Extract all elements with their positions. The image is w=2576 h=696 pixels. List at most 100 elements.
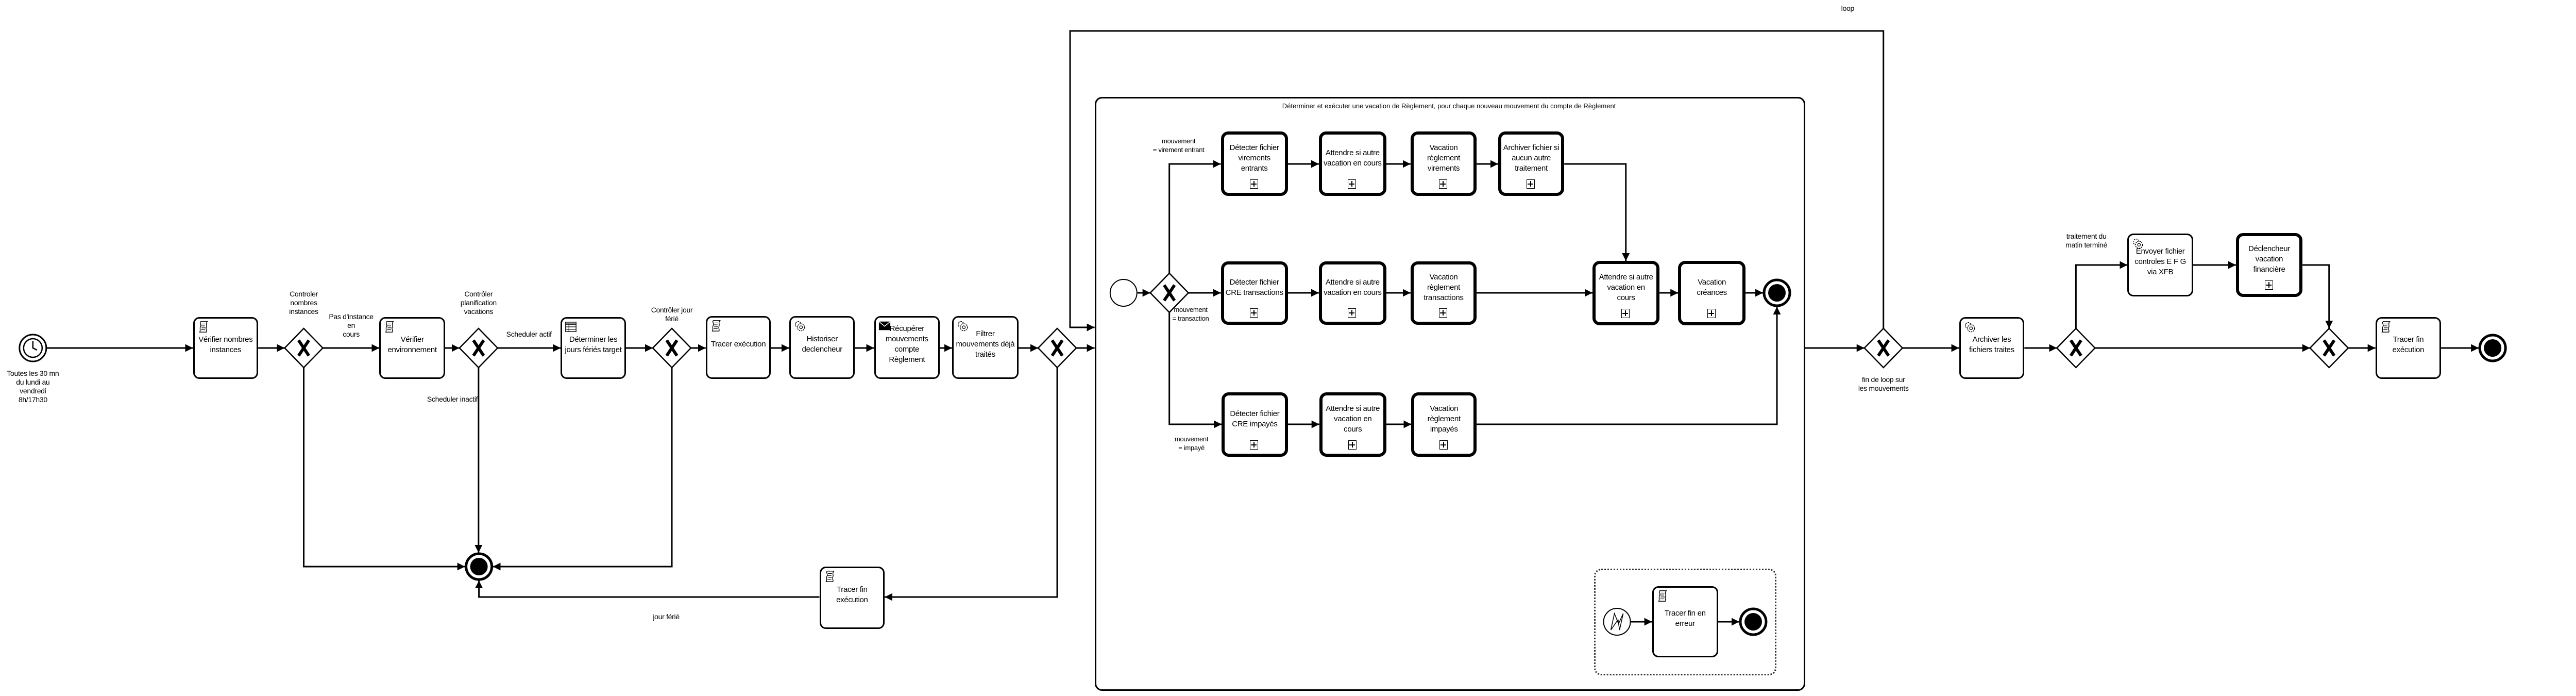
gateway-label-nombres-instances: Controler nombres instances [289, 290, 318, 316]
timer-start-event[interactable] [19, 334, 47, 362]
plus-marker-icon[interactable] [1249, 308, 1258, 318]
timer-start-label: Toutes les 30 mn du lundi au vendredi 8h… [7, 369, 59, 404]
subprocess-vacation-reglement[interactable] [1094, 97, 1805, 691]
call-archiver-fichier[interactable]: Archiver fichier si aucun autre traiteme… [1498, 131, 1565, 196]
sequence-flow[interactable] [1168, 160, 1221, 273]
x-marker-icon [665, 339, 679, 357]
error-start-event[interactable] [1603, 608, 1631, 636]
x-marker-icon [2069, 339, 2082, 357]
call-detecter-impayes[interactable]: Détecter fichier CRE impayés [1222, 392, 1288, 457]
flow-label-loop: loop [1841, 4, 1855, 12]
plus-marker-icon[interactable] [2264, 280, 2273, 290]
sequence-flows [19, 30, 2507, 636]
end-event-final[interactable] [2478, 334, 2507, 362]
gateway-type-mouvement[interactable] [1149, 272, 1190, 313]
sequence-flow[interactable] [1564, 163, 1630, 261]
call-detecter-virements[interactable]: Détecter fichier virements entrants [1221, 131, 1288, 196]
x-marker-icon [1050, 339, 1064, 357]
call-vacation-transactions[interactable]: Vacation règlement transactions [1410, 261, 1477, 325]
clock-icon [23, 338, 43, 358]
sequence-flow[interactable] [475, 581, 820, 598]
plus-marker-icon[interactable] [1439, 179, 1447, 189]
gateway-controler-planification[interactable] [459, 327, 499, 369]
task-determiner-jours-feries[interactable]: Déterminer les jours fériés target [561, 317, 626, 379]
plus-marker-icon[interactable] [1439, 440, 1448, 450]
flow-label-impaye: mouvement = impayé [1174, 435, 1209, 452]
table-icon [565, 321, 577, 333]
task-filtrer-mouvements[interactable]: Filtrer mouvements déjà traités [952, 316, 1019, 379]
call-vacation-virements[interactable]: Vacation règlement virements [1410, 131, 1477, 196]
call-vacation-impayes[interactable]: Vacation règlement impayés [1411, 392, 1477, 457]
end-event-main[interactable] [465, 552, 494, 581]
task-envoyer-fichier-xfb[interactable]: Envoyer fichier controles E F G via XFB [2127, 234, 2193, 296]
plus-marker-icon[interactable] [1250, 440, 1259, 450]
x-marker-icon [297, 339, 311, 357]
error-event-subprocess[interactable] [1594, 569, 1777, 675]
call-attendre-virements[interactable]: Attendre si autre vacation en cours [1318, 131, 1386, 196]
flow-label-jour-ferie: jour férié [653, 612, 680, 621]
call-vacation-creances[interactable]: Vacation créances [1678, 261, 1746, 325]
task-tracer-execution[interactable]: Tracer exécution [705, 316, 771, 379]
x-marker-icon [1163, 284, 1176, 302]
sequence-flow[interactable] [493, 368, 673, 571]
call-declencheur-vacation-financiere[interactable]: Déclencheur vacation financière [2235, 233, 2303, 297]
gear-icon [1963, 321, 1976, 333]
call-attendre-creances[interactable]: Attendre si autre vacation en cours [1592, 261, 1660, 325]
gear-icon [2131, 237, 2144, 250]
sequence-flow[interactable] [303, 368, 465, 571]
task-tracer-fin-erreur[interactable]: Tracer fin en erreur [1652, 586, 1718, 657]
plus-marker-icon[interactable] [1707, 309, 1716, 318]
plus-marker-icon[interactable] [1348, 440, 1357, 450]
script-icon [383, 321, 396, 333]
script-icon [197, 321, 210, 333]
gateway-traitement-matin[interactable] [2056, 327, 2096, 369]
call-attendre-transactions[interactable]: Attendre si autre vacation en cours [1318, 261, 1386, 325]
gateway-controler-nombres-instances[interactable] [283, 327, 324, 369]
task-historiser-declencheur[interactable]: Historiser declencheur [789, 316, 855, 379]
gateway-loop-merge[interactable] [1037, 327, 1077, 369]
subprocess-title: Déterminer et exécuter une vacation de R… [1282, 102, 1616, 110]
script-icon [2380, 321, 2392, 333]
plus-marker-icon[interactable] [1439, 308, 1447, 318]
envelope-icon [878, 320, 891, 332]
gear-icon [956, 320, 969, 332]
script-icon [1656, 590, 1669, 602]
x-marker-icon [472, 339, 485, 357]
gateway-label-planification: Contrôler planification vacations [460, 290, 497, 316]
subprocess-end-event[interactable] [1762, 278, 1791, 307]
subprocess-start-event[interactable] [1109, 279, 1138, 307]
task-verifier-environnement[interactable]: Vérifier environnement [379, 317, 445, 379]
flow-label-virement: mouvement = virement entrant [1153, 137, 1205, 154]
sequence-flow[interactable] [1069, 30, 1885, 332]
flow-label-pas-instance: Pas d'instance en cours [329, 312, 374, 338]
flow-label-scheduler-actif: Scheduler actif [506, 330, 552, 338]
task-tracer-fin-execution-jour-ferie[interactable]: Tracer fin exécution [819, 567, 885, 629]
sequence-flow[interactable] [2302, 264, 2333, 328]
sequence-flow[interactable] [1477, 307, 1781, 425]
sequence-flow[interactable] [1168, 312, 1222, 428]
plus-marker-icon[interactable] [1348, 308, 1357, 318]
plus-marker-icon[interactable] [1527, 179, 1535, 189]
plus-marker-icon[interactable] [1249, 179, 1258, 189]
task-verifier-nombres-instances[interactable]: Vérifier nombres instances [193, 317, 259, 379]
gateway-label-fin-loop: fin de loop sur les mouvements [1858, 375, 1909, 392]
plus-marker-icon[interactable] [1348, 179, 1357, 189]
call-attendre-impayes[interactable]: Attendre si autre vacation en cours [1319, 392, 1386, 457]
plus-marker-icon[interactable] [1621, 309, 1630, 318]
gateway-merge-final[interactable] [2309, 327, 2349, 369]
flow-label-scheduler-inactif: Scheduler inactif [427, 395, 478, 403]
sequence-flow[interactable] [885, 368, 1058, 601]
x-marker-icon [1877, 339, 1890, 357]
task-tracer-fin-execution[interactable]: Tracer fin exécution [2375, 317, 2442, 379]
flow-label-transaction: mouvement = transaction [1172, 306, 1209, 322]
sequence-flow[interactable] [2075, 261, 2128, 328]
task-recuperer-mouvements[interactable]: Récupérer mouvements compte Règlement [874, 316, 940, 379]
script-icon [824, 570, 836, 583]
call-detecter-transactions[interactable]: Détecter fichier CRE transactions [1221, 261, 1288, 325]
gear-icon [793, 320, 806, 332]
gateway-fin-loop[interactable] [1863, 327, 1904, 369]
task-archiver-fichiers-traites[interactable]: Archiver les fichiers traites [1959, 317, 2025, 379]
error-icon [1610, 612, 1624, 631]
gateway-controler-jour-ferie[interactable] [652, 327, 692, 369]
error-end-event[interactable] [1739, 607, 1768, 636]
